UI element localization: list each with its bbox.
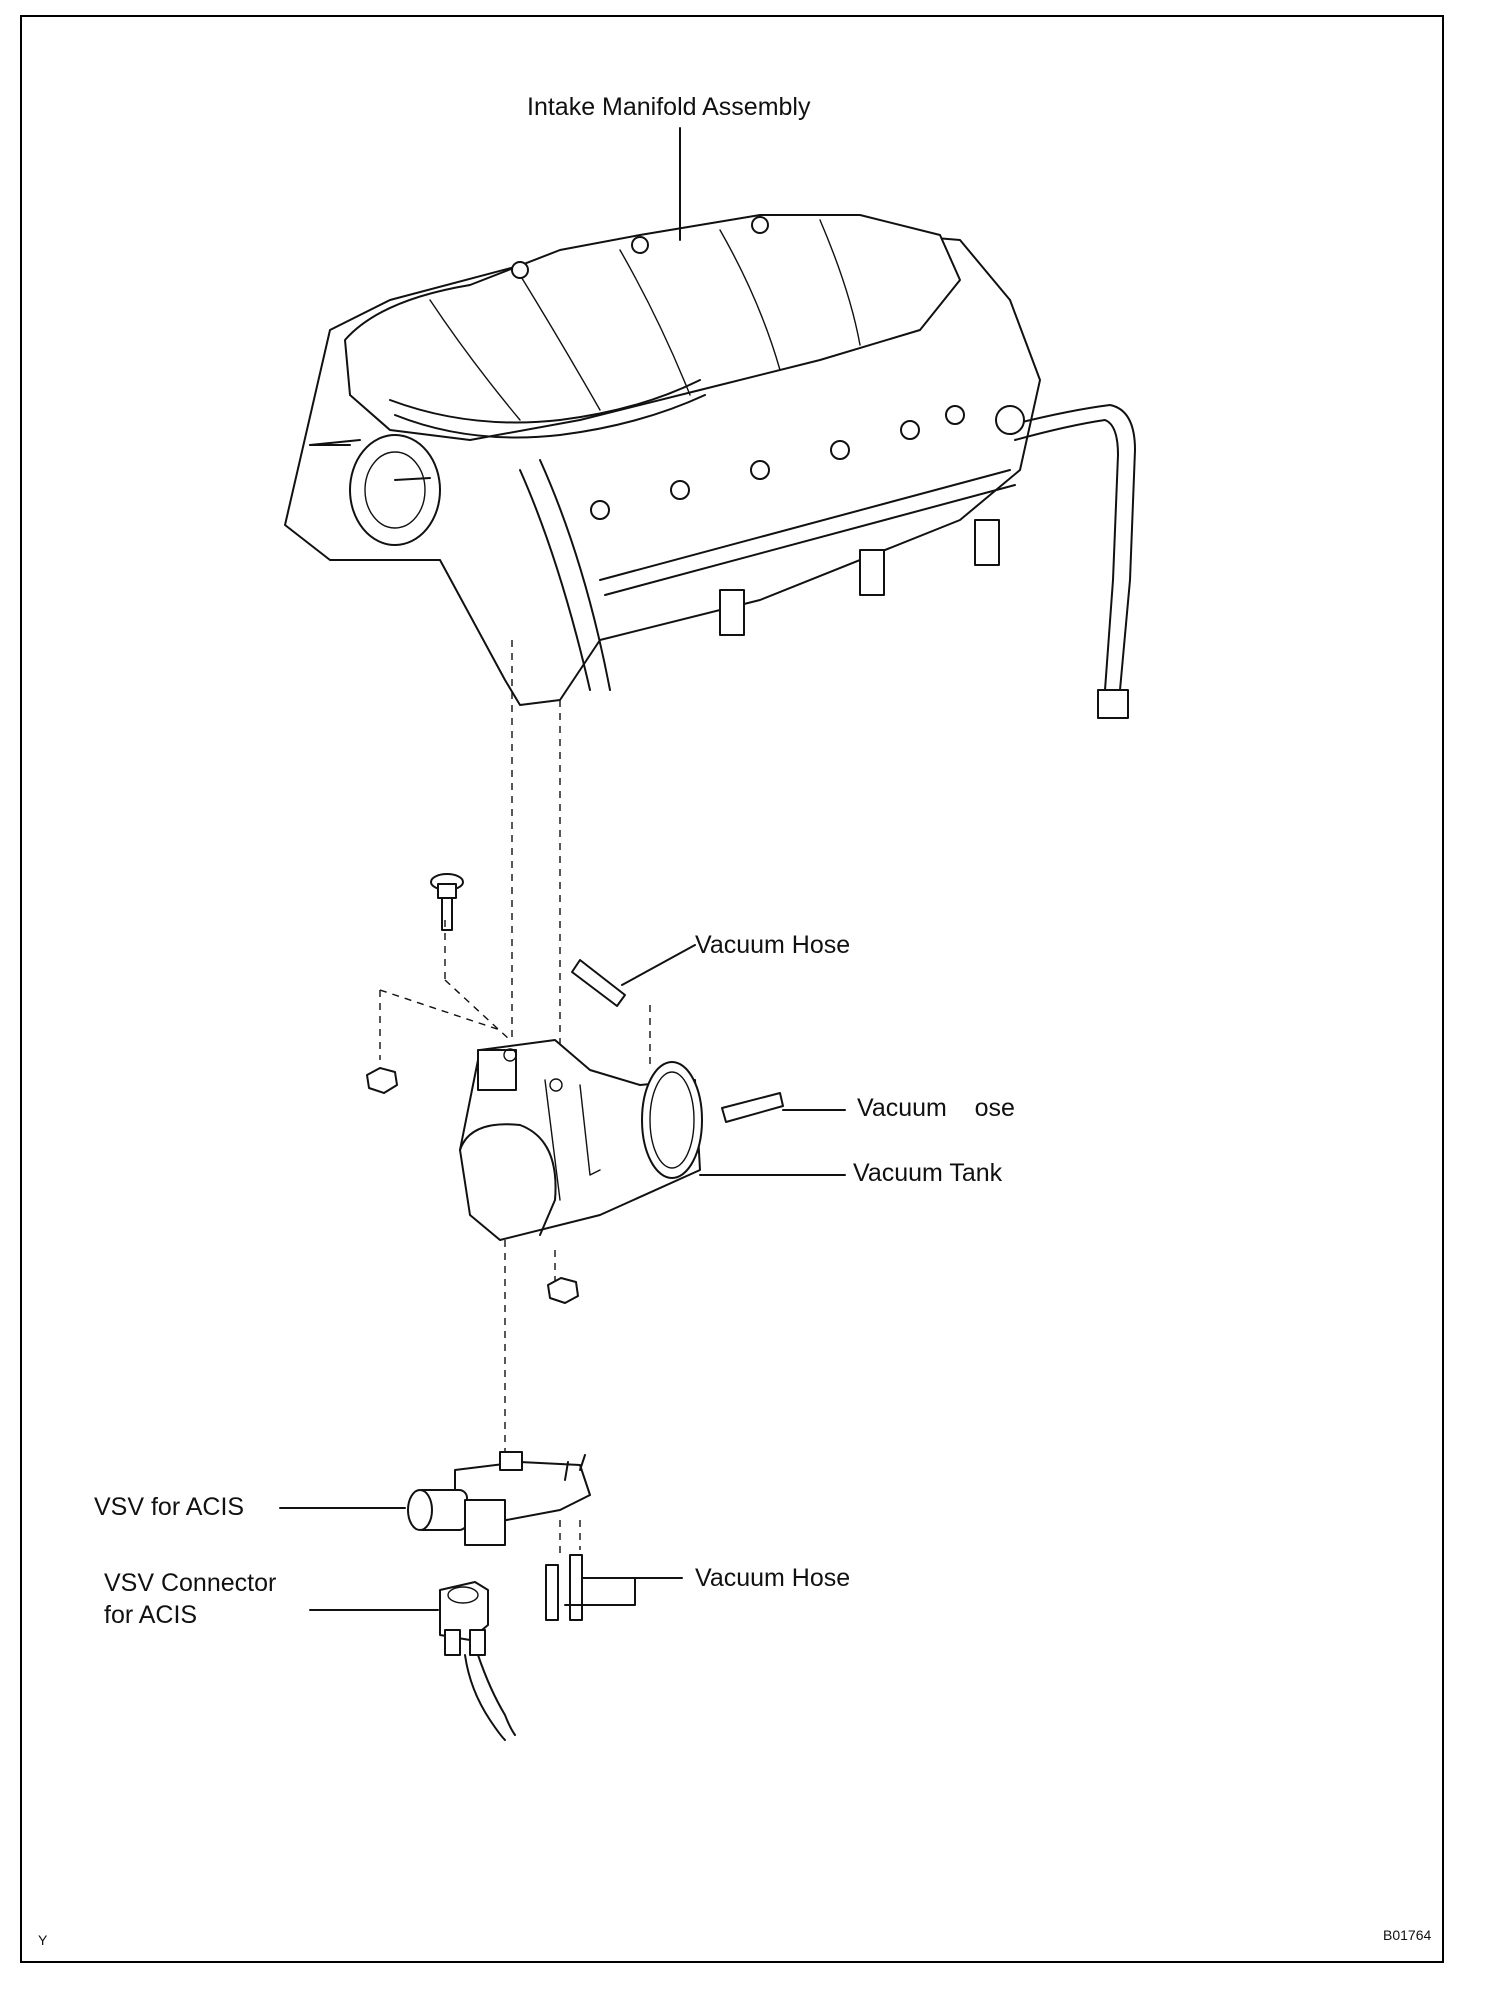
bolt-illustration: [430, 873, 464, 931]
figure-code: B01764: [1383, 1927, 1432, 1943]
label-vsv-for-acis: VSV for ACIS: [94, 1493, 245, 1521]
label-vacuum-tank: Vacuum Tank: [853, 1159, 1003, 1187]
label-vsv-connector-line2: for ACIS: [104, 1601, 198, 1629]
vsv-illustration: [279, 1451, 591, 1546]
label-vacuum-hose-top: Vacuum Hose: [695, 931, 851, 959]
vacuum-hose-piece-middle: [721, 1092, 846, 1123]
label-vacuum-hose-middle: Vacuum ose: [857, 1094, 1015, 1122]
figure-frame: [20, 15, 1444, 1963]
corner-mark-y: Y: [38, 1932, 48, 1948]
vacuum-hose-pieces-bottom: [545, 1554, 683, 1621]
alignment-lines: [379, 640, 651, 1555]
label-vacuum-hose-bottom: Vacuum Hose: [695, 1564, 851, 1592]
label-intake-manifold-assembly: Intake Manifold Assembly: [527, 93, 811, 121]
nut-illustration: [366, 1067, 579, 1304]
vacuum-tank-illustration: [459, 1039, 846, 1241]
label-vsv-connector-line1: VSV Connector: [104, 1569, 277, 1597]
intake-manifold-illustration: [284, 214, 1136, 719]
vsv-connector-illustration: [309, 1581, 516, 1741]
vacuum-hose-piece-top: [571, 944, 696, 1007]
